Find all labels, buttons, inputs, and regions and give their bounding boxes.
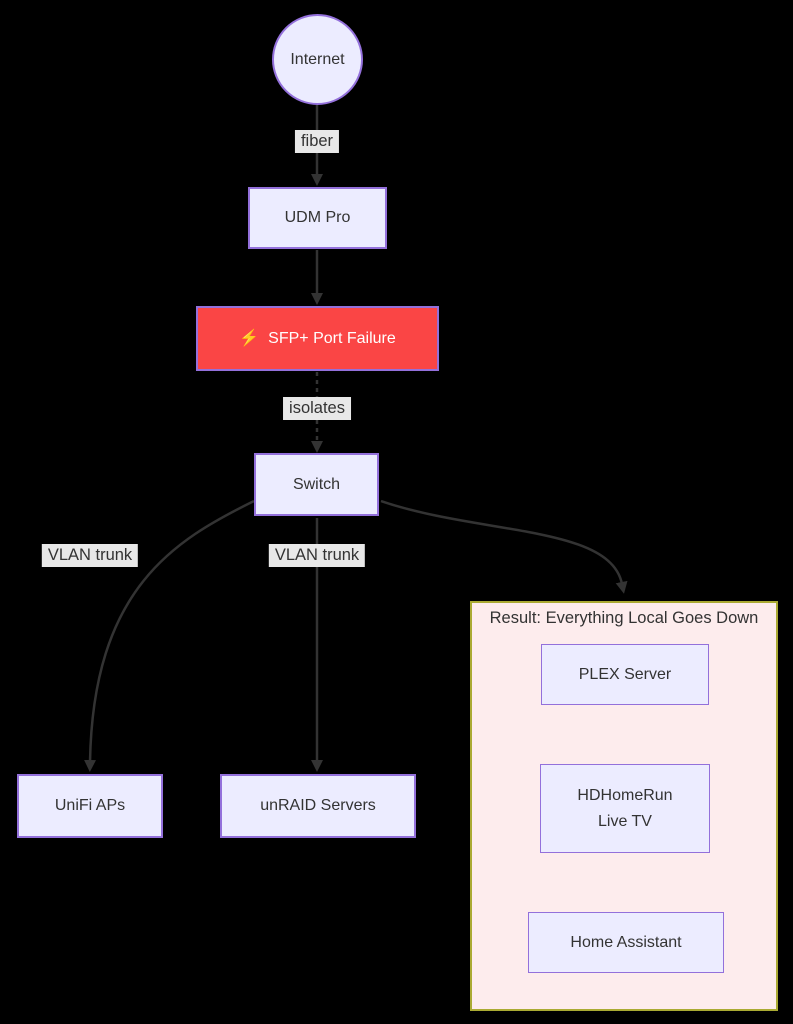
edge-label-vlan-trunk-center: VLAN trunk xyxy=(268,544,366,567)
node-hdhomerun-label-line2: Live TV xyxy=(598,812,652,830)
node-udm-pro-label: UDM Pro xyxy=(284,209,351,227)
edge-label-fiber: fiber xyxy=(294,130,340,153)
node-hdhomerun-label-line1: HDHomeRun xyxy=(577,786,673,804)
node-sfp-port-failure: ⚡ SFP+ Port Failure xyxy=(196,306,439,371)
node-internet-label: Internet xyxy=(290,50,345,68)
node-home-assistant: Home Assistant xyxy=(528,912,724,973)
node-unifi-aps-label: UniFi APs xyxy=(54,797,126,815)
node-unraid-servers: unRAID Servers xyxy=(220,774,416,838)
cluster-result-everything-local-goes-down: Result: Everything Local Goes Down PLEX … xyxy=(470,601,778,1011)
node-udm-pro: UDM Pro xyxy=(248,187,387,249)
node-unraid-servers-label: unRAID Servers xyxy=(260,797,376,815)
node-switch: Switch xyxy=(254,453,379,516)
edge-switch-to-unifi xyxy=(84,499,255,772)
node-sfp-port-failure-label: SFP+ Port Failure xyxy=(268,329,396,347)
node-internet: Internet xyxy=(272,14,363,105)
node-plex-server: PLEX Server xyxy=(541,644,709,705)
node-switch-label: Switch xyxy=(292,475,341,493)
lightning-icon: ⚡ xyxy=(239,329,260,347)
edge-label-isolates: isolates xyxy=(283,397,351,420)
node-unifi-aps: UniFi APs xyxy=(17,774,163,838)
cluster-title: Result: Everything Local Goes Down xyxy=(489,609,759,627)
node-plex-server-label: PLEX Server xyxy=(578,665,672,683)
node-home-assistant-label: Home Assistant xyxy=(570,933,682,951)
edge-switch-to-cluster xyxy=(380,499,628,594)
edge-label-vlan-trunk-left: VLAN trunk xyxy=(41,544,139,567)
node-hdhomerun-live-tv: HDHomeRun Live TV xyxy=(540,764,710,853)
